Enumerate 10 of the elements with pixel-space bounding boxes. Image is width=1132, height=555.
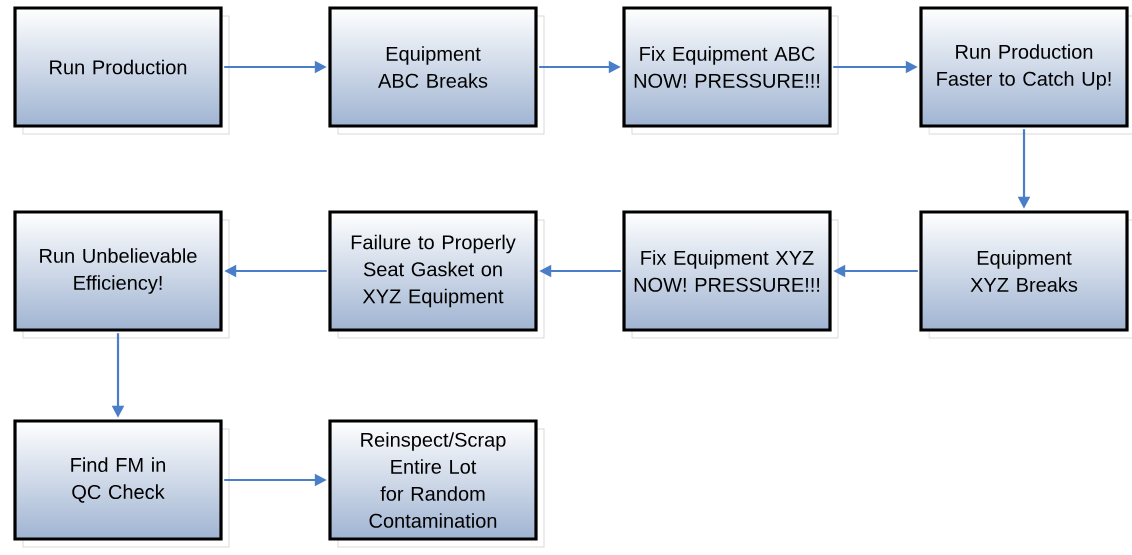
process-box: Fix Equipment XYZ NOW! PRESSURE!!! [622,210,839,339]
process-box: Run Unbelievable Efficiency! [13,210,230,339]
process-box: Reinspect/Scrap Entire Lot for Random Contamination [328,419,545,548]
process-box: Equipment XYZ Breaks [919,210,1132,339]
process-box: Failure to Properly Seat Gasket on XYZ Equipment [328,210,545,339]
process-box: Fix Equipment ABC NOW! PRESSURE!!! [622,6,839,135]
process-box: Find FM in QC Check [13,419,230,548]
process-box: Run Production [13,6,230,135]
process-box: Equipment ABC Breaks [328,6,545,135]
process-box: Run Production Faster to Catch Up! [919,6,1132,135]
